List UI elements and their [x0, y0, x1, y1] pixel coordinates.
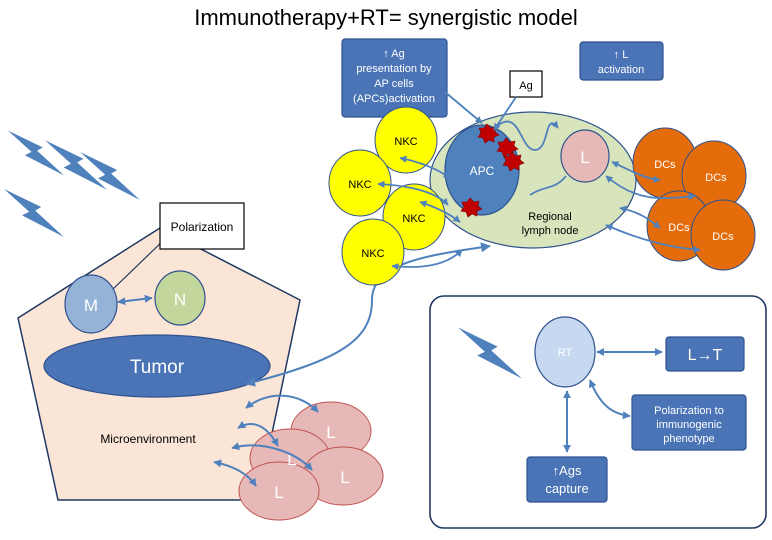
- l-activation-line: ↑ L: [614, 49, 629, 61]
- tumor-lymphocyte-arrows: [213, 394, 319, 487]
- dc-label: DCs: [712, 231, 734, 243]
- lymph-node-label: Regional: [528, 211, 571, 223]
- radiation-bolts: [4, 130, 140, 237]
- m-cell-label: M: [84, 296, 98, 315]
- nkc-label: NKC: [402, 213, 425, 225]
- ag-presentation-arrow: [444, 91, 483, 124]
- apc-label: APC: [470, 164, 495, 178]
- rt-cell: [534, 316, 596, 388]
- rt-label: RT: [558, 347, 573, 359]
- ags-capture-box: [526, 456, 608, 503]
- polarization-phenotype-line: Polarization to: [654, 405, 724, 417]
- m-cell: [64, 274, 118, 334]
- nkc-cluster: NKC NKC NKC NKC: [328, 106, 446, 286]
- polarization-label: Polarization: [171, 220, 234, 234]
- nkc-lymphnode-arrows: [377, 155, 463, 271]
- n-cell: [154, 270, 206, 326]
- polarization-phenotype-line: immunogenic: [656, 419, 722, 431]
- ag-label-box: [509, 70, 543, 98]
- polarization-phenotype-line: phenotype: [663, 433, 714, 445]
- microenvironment-label: Microenvironment: [100, 432, 196, 446]
- l-to-t-label: L→T: [688, 347, 723, 364]
- l-dcs-arrows: [605, 161, 701, 254]
- ag-presentation-line: (APCs)activation: [353, 93, 435, 105]
- polarization-box: [159, 202, 245, 250]
- l-activation-line: activation: [598, 64, 644, 76]
- lymph-node-lymphocyte-label: L: [580, 148, 589, 167]
- lymph-node-label: lymph node: [522, 225, 579, 237]
- dc-label: DCs: [705, 172, 727, 184]
- ag-presentation-line: ↑ Ag: [383, 48, 404, 60]
- lymphocyte-label: L: [326, 423, 335, 442]
- ags-capture-line: capture: [545, 481, 588, 496]
- nkc-label: NKC: [394, 136, 417, 148]
- antigen-icon: [502, 151, 525, 172]
- n-cell-label: N: [174, 290, 186, 309]
- lymphocyte-label: L: [340, 468, 349, 487]
- diagram-title: Immunotherapy+RT= synergistic model: [194, 5, 578, 30]
- lymphocyte-label: L: [274, 483, 283, 502]
- rt-polarization-arrow: [588, 379, 631, 420]
- dc-label: DCs: [654, 159, 676, 171]
- ag-label: Ag: [519, 80, 532, 92]
- antigen-icon: [460, 197, 483, 218]
- ag-presentation-line: presentation by: [356, 63, 432, 75]
- tumor-label: Tumor: [130, 357, 185, 378]
- polarization-phenotype-box: [631, 394, 747, 451]
- nkc-label: NKC: [361, 248, 384, 260]
- dc-label: DCs: [668, 222, 690, 234]
- lightning-bolt-icon: [4, 189, 64, 237]
- lightning-bolt-icon: [8, 130, 64, 176]
- ag-presentation-line: AP cells: [374, 78, 414, 90]
- apc-to-l-arrow: [496, 120, 559, 151]
- l-to-t-box: [665, 336, 745, 372]
- polarization-connector: [111, 235, 169, 291]
- ags-capture-line: ↑Ags: [553, 463, 582, 478]
- nkc-label: NKC: [348, 179, 371, 191]
- apc-l-connector: [529, 175, 567, 196]
- m-n-arrow: [117, 294, 153, 306]
- lymph-node-lymphocyte: [560, 129, 610, 183]
- l-activation-box: [579, 41, 664, 81]
- antigen-icon: [496, 137, 519, 158]
